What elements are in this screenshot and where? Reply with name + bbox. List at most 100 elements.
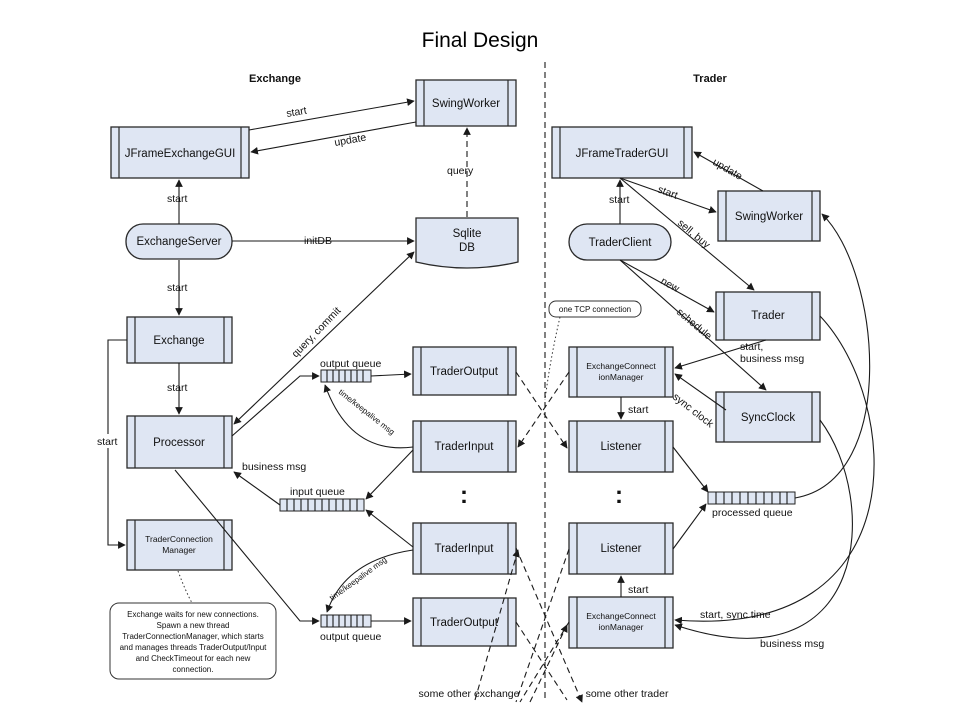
queue-input: input queue xyxy=(279,486,365,512)
svg-text:JFrameExchangeGUI: JFrameExchangeGUI xyxy=(125,148,236,160)
section-exchange: Exchange xyxy=(249,73,301,85)
svg-text:Exchange: Exchange xyxy=(153,335,204,347)
svg-text:SwingWorker: SwingWorker xyxy=(432,98,500,110)
svg-text:Processor: Processor xyxy=(153,437,205,449)
edge-sell-buy xyxy=(619,177,755,291)
node-listener-bottom: Listener xyxy=(568,522,674,575)
svg-text:ionManager: ionManager xyxy=(599,622,644,632)
edge-cross-bottom-5 xyxy=(474,549,520,701)
node-trader-output-bottom: TraderOutput xyxy=(412,597,517,647)
node-trader-connection-manager: TraderConnection Manager xyxy=(126,519,233,571)
note-exchange: Exchange waits for new connections. Spaw… xyxy=(109,602,277,680)
edge-start-right xyxy=(619,177,717,214)
node-swingworker-right: SwingWorker xyxy=(717,190,821,242)
ellipsis-left: : xyxy=(460,482,468,509)
edge-outq-traderoutput-top xyxy=(370,370,412,379)
svg-text:TraderOutput: TraderOutput xyxy=(430,617,499,629)
svg-text:Listener: Listener xyxy=(601,441,642,453)
edge-label-business-msg-left: business msg xyxy=(242,461,306,473)
svg-text:and CheckTimeout for each new: and CheckTimeout for each new xyxy=(136,654,251,663)
svg-text:SyncClock: SyncClock xyxy=(741,412,796,424)
edge-label-keepalive-bottom: time/keepalive msg xyxy=(328,555,389,603)
svg-text:ExchangeConnect: ExchangeConnect xyxy=(586,611,656,621)
edge-label-business-msg-right: business msg xyxy=(760,638,824,650)
edge-label-start-gui-worker: start xyxy=(285,105,307,120)
edge-keepalive-bottom xyxy=(325,549,414,613)
edge-traderinput-inq-top xyxy=(365,449,414,500)
edge-label-initdb: initDB xyxy=(304,235,332,247)
edge-label-query: query xyxy=(447,165,474,177)
svg-text:Listener: Listener xyxy=(601,543,642,555)
svg-text:JFrameTraderGUI: JFrameTraderGUI xyxy=(576,148,669,160)
svg-text:TraderInput: TraderInput xyxy=(434,543,494,555)
svg-text:Exchange waits for new connect: Exchange waits for new connections. xyxy=(127,610,259,619)
edge-cross-bottom-2 xyxy=(515,548,570,703)
diagram-title: Final Design xyxy=(422,29,539,52)
edge-cross-output-listener-top xyxy=(515,371,568,449)
svg-text:Manager: Manager xyxy=(162,545,196,555)
edge-label-query-commit: query, commit xyxy=(290,305,344,360)
edge-sync-clock xyxy=(674,373,727,411)
edge-update-right xyxy=(693,151,764,192)
svg-text:output queue: output queue xyxy=(320,631,381,643)
svg-text:TraderConnection: TraderConnection xyxy=(145,534,213,544)
svg-text:DB: DB xyxy=(459,242,475,254)
edge-label-update-left: update xyxy=(333,132,367,149)
node-trader-input-bottom: TraderInput xyxy=(412,522,517,575)
note-exchange-connector xyxy=(177,570,193,604)
edge-label-sync-clock: sync clock xyxy=(670,391,716,431)
note-tcp: one TCP connection xyxy=(544,300,642,401)
edge-cross-bottom-6 xyxy=(529,624,568,703)
svg-text:input queue: input queue xyxy=(290,486,345,498)
edge-start-side-bg xyxy=(96,434,122,448)
edge-label-update-right: update xyxy=(711,156,745,183)
edge-listener-bottom-processed xyxy=(672,503,707,550)
node-exchange-connection-manager-top: ExchangeConnect ionManager xyxy=(568,346,674,398)
edge-label-start-server-exchange: start xyxy=(167,282,188,294)
svg-text:TraderConnectionManager, which: TraderConnectionManager, which starts xyxy=(122,632,264,641)
svg-text:TraderOutput: TraderOutput xyxy=(430,366,499,378)
svg-text:Sqlite: Sqlite xyxy=(453,228,482,240)
svg-text:TraderClient: TraderClient xyxy=(589,237,653,249)
node-swingworker-left: SwingWorker xyxy=(415,79,517,127)
edge-listener-top-processed xyxy=(672,446,709,493)
edge-label-start-business-1: start, xyxy=(740,341,763,353)
node-listener-top: Listener xyxy=(568,420,674,473)
edge-label-keepalive-top: time/keepalive msg xyxy=(337,387,397,436)
node-sync-clock: SyncClock xyxy=(715,391,821,443)
node-trader-client: TraderClient xyxy=(568,223,672,261)
edge-cross-bottom-1 xyxy=(515,547,583,703)
edge-cross-bottom-4 xyxy=(519,621,570,703)
edge-query-commit xyxy=(233,251,415,425)
edge-label-sell-buy: sell, buy xyxy=(675,217,713,251)
edge-label-start-ecm-listener-top: start xyxy=(628,404,649,416)
svg-text:ExchangeConnect: ExchangeConnect xyxy=(586,361,656,371)
node-processor: Processor xyxy=(126,415,233,469)
node-exchange-connection-manager-bottom: ExchangeConnect ionManager xyxy=(568,596,674,649)
edge-schedule xyxy=(619,259,767,391)
svg-text:SwingWorker: SwingWorker xyxy=(735,211,803,223)
edge-cross-bottom-3 xyxy=(515,621,568,701)
edge-update-worker-gui xyxy=(250,121,417,155)
svg-text:one TCP connection: one TCP connection xyxy=(559,305,631,314)
edge-label-start-exchange-processor: start xyxy=(167,382,188,394)
edge-new xyxy=(619,259,715,313)
edge-label-start-ecm-listener-bottom: start xyxy=(628,584,649,596)
edge-business-msg-left xyxy=(233,471,281,506)
queue-output-bottom: output queue xyxy=(320,614,381,643)
svg-text:connection.: connection. xyxy=(173,665,214,674)
node-trader-output-top: TraderOutput xyxy=(412,346,517,396)
svg-text:ExchangeServer: ExchangeServer xyxy=(136,236,221,248)
edge-processed-swingworker xyxy=(794,213,871,499)
edge-processor-outq-top xyxy=(231,372,320,437)
edge-processor-outq-bottom xyxy=(174,469,320,625)
edge-cross-ecm-input-top xyxy=(517,371,570,448)
node-sqlite-db: Sqlite DB xyxy=(415,217,519,269)
svg-text:processed queue: processed queue xyxy=(712,507,793,519)
svg-text:Spawn a new thread: Spawn a new thread xyxy=(157,621,230,630)
edge-label-start-business-2: business msg xyxy=(740,353,804,365)
svg-text:output queue: output queue xyxy=(320,358,381,370)
edge-traderinput-inq-bottom xyxy=(365,509,414,548)
node-exchange: Exchange xyxy=(126,316,233,364)
